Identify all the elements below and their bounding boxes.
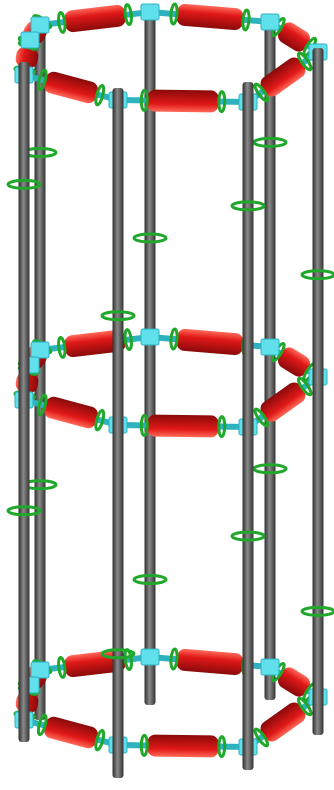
red-roller <box>64 4 126 33</box>
cyan-joint <box>140 3 160 21</box>
cyan-joint <box>260 13 280 31</box>
green-ring <box>6 178 42 190</box>
roller-segment <box>246 374 320 430</box>
red-roller <box>176 648 244 676</box>
green-washer <box>94 728 106 752</box>
cyan-joint <box>30 16 50 34</box>
green-ring <box>230 530 266 542</box>
green-washer <box>217 415 227 439</box>
green-washer <box>253 727 270 748</box>
red-roller <box>277 667 311 697</box>
rod <box>242 82 254 770</box>
green-washer <box>296 376 313 397</box>
roller-segment <box>149 2 271 32</box>
green-washer <box>296 696 313 717</box>
red-roller <box>277 22 311 52</box>
green-washer <box>169 647 179 671</box>
green-ring <box>252 463 288 475</box>
red-roller <box>176 328 244 356</box>
red-roller <box>147 89 219 113</box>
cyan-joint <box>140 648 160 666</box>
green-washer <box>169 327 179 351</box>
cyan-joint <box>30 341 50 359</box>
red-roller <box>147 414 219 438</box>
green-washer <box>36 68 48 92</box>
cyan-joint <box>260 338 280 356</box>
roller-segment <box>23 713 119 752</box>
red-roller <box>64 329 126 358</box>
roller-segment <box>39 3 151 34</box>
green-washer <box>296 51 313 72</box>
red-roller <box>260 702 306 742</box>
green-washer <box>36 393 48 417</box>
roller-segment <box>23 68 119 107</box>
green-ring <box>300 269 334 281</box>
roller-segment <box>246 694 320 750</box>
green-washer <box>253 407 270 428</box>
green-washer <box>139 733 149 757</box>
green-washer <box>139 88 149 112</box>
green-washer <box>57 655 67 679</box>
green-ring <box>300 605 334 617</box>
roller-segment <box>117 413 249 439</box>
green-washer <box>57 335 67 359</box>
green-washer <box>57 10 67 34</box>
red-roller <box>260 382 306 422</box>
roller-segment <box>246 49 320 105</box>
red-roller <box>147 734 219 758</box>
cyan-joint <box>140 328 160 346</box>
green-ring <box>230 200 266 212</box>
green-washer <box>169 2 179 26</box>
rod <box>34 28 46 720</box>
roller-segment <box>117 733 249 759</box>
red-roller <box>277 347 311 377</box>
green-ring <box>252 136 288 148</box>
cyan-joint <box>260 658 280 676</box>
rod <box>18 62 30 742</box>
rod <box>144 8 156 705</box>
green-washer <box>94 83 106 107</box>
green-ring <box>6 505 42 517</box>
roller-segment <box>117 88 249 114</box>
green-washer <box>253 82 270 103</box>
green-ring <box>100 648 136 660</box>
cyan-joint <box>20 31 40 49</box>
green-washer <box>217 735 227 759</box>
cyan-joint <box>30 661 50 679</box>
green-ring <box>100 310 136 322</box>
green-washer <box>94 408 106 432</box>
red-roller <box>44 71 98 104</box>
red-roller <box>44 716 98 749</box>
green-washer <box>123 3 133 27</box>
green-ring <box>132 232 168 244</box>
back-structure <box>22 8 288 720</box>
roller-segment <box>23 393 119 432</box>
roller-segment <box>39 328 151 359</box>
roller-tiers <box>13 2 328 759</box>
rod <box>112 88 124 778</box>
green-washer <box>36 713 48 737</box>
green-ring <box>132 574 168 586</box>
rod <box>312 48 324 735</box>
front-structure <box>6 48 334 778</box>
roller-segment <box>268 342 320 382</box>
green-washer <box>139 413 149 437</box>
red-roller <box>176 3 244 31</box>
red-roller <box>44 396 98 429</box>
green-washer <box>123 328 133 352</box>
roller-segment <box>39 648 151 679</box>
rod <box>264 20 276 700</box>
red-roller <box>260 57 306 97</box>
